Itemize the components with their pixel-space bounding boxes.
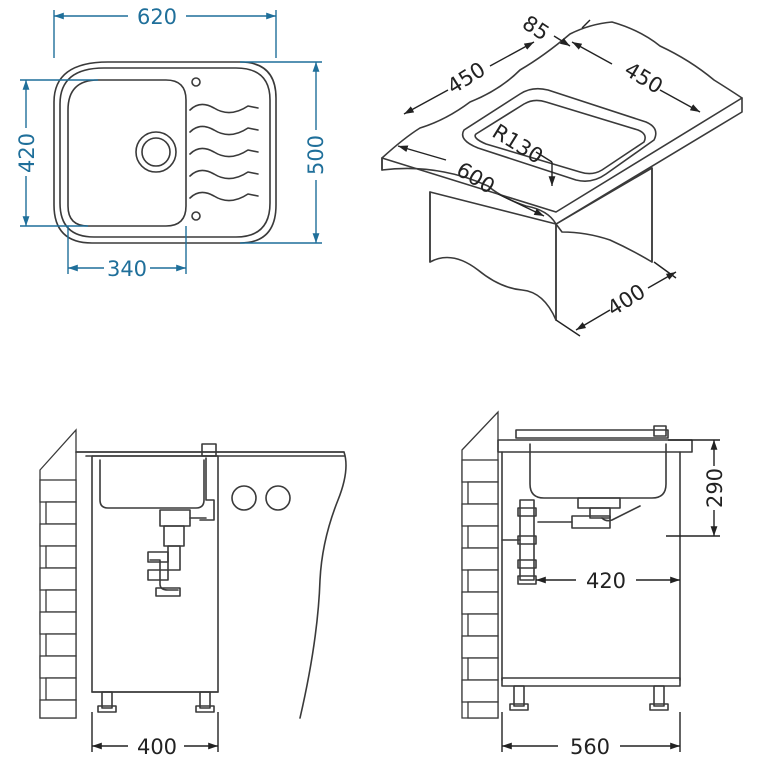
dim-bowl-height-420: 420 bbox=[15, 79, 98, 227]
brick-wall-side bbox=[461, 410, 499, 719]
front-drain-trap bbox=[147, 509, 207, 597]
tap-hole bbox=[191, 77, 201, 87]
label-400-perspective: 400 bbox=[603, 279, 650, 321]
perspective-view: 85 450 450 R130 600 bbox=[381, 11, 743, 337]
label-500: 500 bbox=[304, 135, 328, 175]
side-drain-assembly bbox=[501, 497, 641, 585]
dim-width-620: 620 bbox=[53, 5, 277, 58]
drain-hole bbox=[135, 131, 177, 173]
brick-wall-front bbox=[39, 428, 77, 719]
dim-depth-290: 290 bbox=[666, 439, 727, 537]
label-420-side: 420 bbox=[586, 569, 626, 593]
sink-bowl bbox=[67, 79, 187, 227]
dim-drain-420: 420 bbox=[536, 569, 680, 593]
side-cabinet-feet bbox=[509, 685, 669, 711]
label-620: 620 bbox=[137, 5, 177, 29]
dim-height-500: 500 bbox=[240, 61, 328, 244]
dim-front-400: 400 bbox=[91, 712, 219, 759]
label-450-left: 450 bbox=[443, 57, 490, 99]
dim-bowl-width-340: 340 bbox=[67, 226, 187, 281]
outlet-1 bbox=[231, 485, 257, 511]
front-cabinet bbox=[91, 455, 219, 693]
sink-outline bbox=[53, 61, 277, 244]
side-cabinet-base bbox=[501, 677, 681, 687]
front-cabinet-feet bbox=[97, 691, 215, 713]
perspective-bowl bbox=[461, 87, 657, 182]
label-400-front: 400 bbox=[137, 735, 177, 759]
dim-cabinet-560: 560 bbox=[501, 712, 681, 759]
dim-cabinet-400: 400 bbox=[555, 261, 677, 337]
label-85: 85 bbox=[518, 11, 553, 46]
side-countertop bbox=[497, 439, 693, 453]
label-560: 560 bbox=[570, 735, 610, 759]
front-bowl bbox=[99, 459, 205, 509]
side-view: 290 420 560 bbox=[461, 410, 727, 759]
counter-wall bbox=[75, 451, 347, 719]
label-340: 340 bbox=[107, 257, 147, 281]
cabinet-right-side bbox=[555, 167, 653, 263]
front-view: 400 bbox=[39, 428, 347, 759]
drainboard-grooves bbox=[189, 103, 259, 202]
countertop bbox=[381, 21, 743, 225]
cabinet-left-side bbox=[429, 191, 557, 321]
overflow-hole bbox=[191, 211, 201, 221]
label-290: 290 bbox=[703, 468, 727, 508]
outlet-2 bbox=[265, 485, 291, 511]
label-420: 420 bbox=[15, 133, 39, 173]
top-view: 620 500 420 340 bbox=[15, 5, 328, 281]
